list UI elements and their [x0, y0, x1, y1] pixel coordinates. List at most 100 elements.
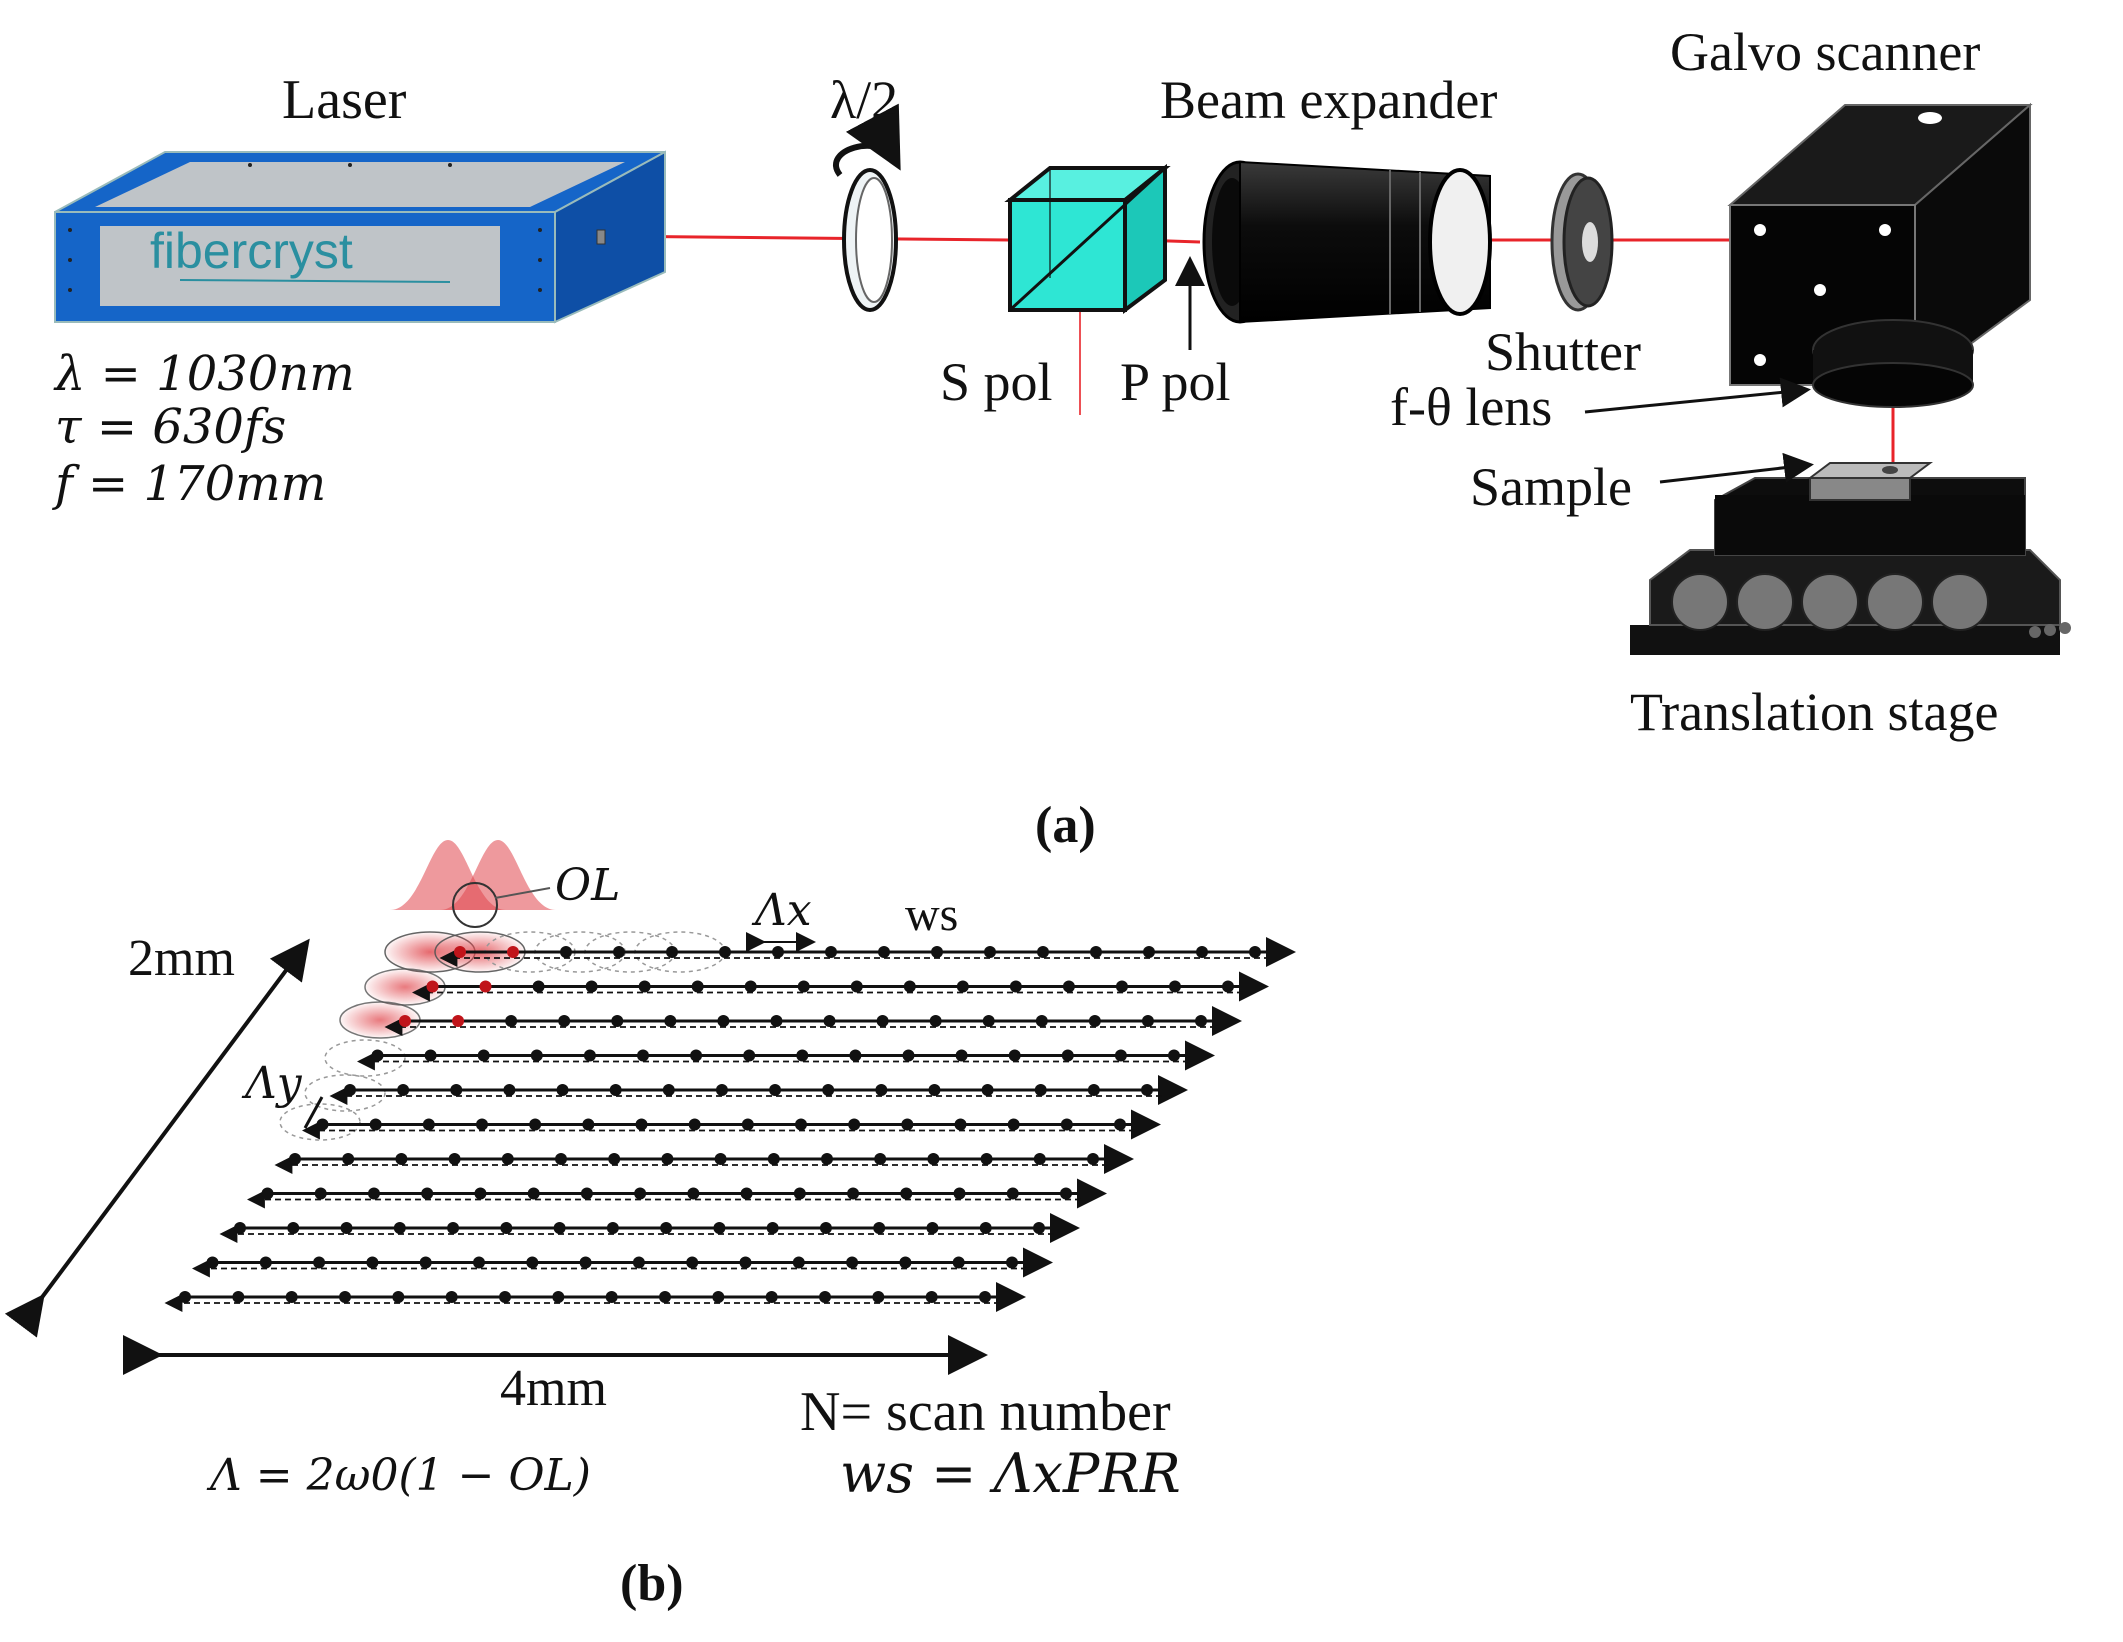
laser-spot	[1033, 1222, 1045, 1234]
laser-spot	[927, 1153, 940, 1165]
scan-row	[301, 1109, 1161, 1140]
laser-spot	[1035, 1015, 1048, 1027]
laser-spot	[874, 1153, 887, 1165]
laser-spot	[285, 1291, 298, 1303]
laser-spot	[560, 946, 572, 958]
laser-label: Laser	[282, 69, 407, 131]
p-pol-label: P pol	[1120, 352, 1231, 412]
halfwave-label: λ/2	[830, 70, 898, 130]
laser-spot	[342, 1153, 355, 1165]
laser-brand-logo: fibercryst	[150, 223, 353, 279]
laser-spot	[848, 1118, 861, 1131]
laser-spot	[954, 1118, 967, 1131]
laser-spot	[339, 1291, 351, 1303]
galvo-label: Galvo scanner	[1670, 22, 1980, 82]
laser-spot	[1090, 946, 1102, 958]
laser-spot	[314, 1187, 327, 1200]
laser-spot	[823, 1015, 836, 1027]
laser-spot	[1087, 1084, 1100, 1096]
laser-spot	[344, 1084, 356, 1096]
laser-spot	[527, 1187, 540, 1200]
laser-spot	[450, 1084, 463, 1096]
laser-spot	[316, 1118, 329, 1131]
dimension-4mm-label: 4mm	[500, 1360, 607, 1417]
laser-spot	[424, 1049, 437, 1062]
laser-spot	[929, 1015, 942, 1027]
laser-spot	[1249, 946, 1261, 958]
laser-spot	[532, 980, 545, 993]
laser-spot	[1114, 1049, 1127, 1062]
scan-number-label: N= scan number	[800, 1381, 1171, 1443]
laser-spot	[340, 1222, 353, 1234]
laser-spot	[903, 980, 916, 993]
beam-expander	[1202, 160, 1492, 324]
laser-spot	[261, 1187, 274, 1200]
scan-row	[329, 1075, 1188, 1105]
laser-spot	[982, 1015, 995, 1027]
scan-row	[164, 1282, 1026, 1312]
laser-spot	[1037, 946, 1049, 958]
laser-spot	[1060, 1118, 1073, 1131]
laser-spot	[765, 1291, 778, 1303]
laser-spot	[847, 1187, 860, 1200]
laser-spot	[741, 1118, 754, 1131]
laser-spot	[583, 1049, 596, 1062]
ftheta-label: f-θ lens	[1390, 377, 1552, 437]
laser-spot	[1196, 946, 1208, 958]
scan-pattern	[164, 937, 1296, 1312]
laser-spot	[688, 1118, 701, 1131]
laser-spot	[769, 1084, 782, 1096]
laser-spot	[422, 1118, 435, 1131]
laser-spot	[981, 1084, 994, 1096]
laser-spot	[660, 1222, 673, 1234]
laser-spot	[901, 1118, 914, 1131]
laser-spot	[766, 1222, 779, 1234]
laser-spot	[179, 1291, 191, 1303]
laser-spot	[477, 1049, 490, 1062]
laser-spot	[232, 1291, 245, 1303]
scan-row	[246, 1178, 1107, 1209]
laser-spot	[899, 1256, 912, 1269]
laser-spot	[313, 1256, 326, 1269]
laser-spot	[613, 946, 625, 958]
laser-spot	[397, 1084, 410, 1096]
laser-spot	[687, 1187, 700, 1200]
laser-spot	[952, 1256, 965, 1269]
laser-spot	[825, 946, 837, 958]
laser-spot	[819, 1291, 831, 1303]
laser-spot	[367, 1187, 380, 1200]
laser-spot	[719, 946, 731, 958]
shutter-label: Shutter	[1485, 322, 1641, 382]
laser-spot	[503, 1084, 516, 1096]
laser-spot	[399, 1015, 411, 1027]
laser-spot	[662, 1084, 675, 1096]
laser-spot	[873, 1222, 886, 1234]
laser-spot	[371, 1049, 384, 1062]
panel-a: fibercryst Laser λ = 1030nm τ = 630fs f …	[52, 22, 2071, 854]
laser-spot	[579, 1256, 592, 1269]
laser-spot	[713, 1222, 726, 1234]
laser-spot	[953, 1187, 966, 1200]
laser-spot	[744, 980, 757, 993]
laser-spot	[875, 1084, 888, 1096]
laser-spot	[1034, 1084, 1047, 1096]
laser-spot	[395, 1153, 408, 1165]
ws-formula: ws = ΛxPRR	[840, 1442, 1181, 1505]
laser-spot	[926, 1222, 939, 1234]
sample-pointer	[1659, 452, 1814, 484]
laser-spot	[454, 946, 466, 958]
laser-spot	[474, 1187, 487, 1200]
laser-spot	[608, 1153, 621, 1165]
laser-spot	[792, 1256, 805, 1269]
galvo-scanner	[1727, 102, 2033, 408]
laser-spot	[289, 1153, 301, 1165]
lambda-x-label: Λx	[751, 885, 812, 936]
scan-row	[411, 971, 1269, 1002]
laser-spot	[979, 1291, 991, 1303]
laser-spot	[555, 1153, 567, 1165]
s-pol-label: S pol	[940, 352, 1053, 412]
laser-spot	[772, 946, 784, 958]
laser-spot	[849, 1049, 862, 1062]
panel-b: OL Λx ws Λy 2mm 4mm Λ = 2ω0(1 − OL) N= s…	[4, 840, 1296, 1612]
laser-spot	[206, 1256, 219, 1269]
